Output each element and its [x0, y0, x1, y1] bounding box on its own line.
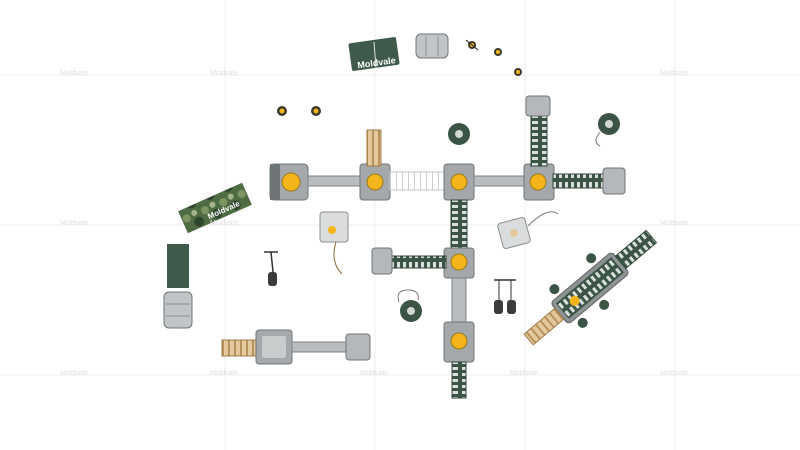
main-walkway — [269, 95, 626, 201]
watermark: Moldvale — [510, 370, 538, 377]
end-cap-top — [525, 95, 551, 117]
tire-swing-icon — [397, 289, 422, 322]
watermark: Moldvale — [60, 370, 88, 377]
watermark: Moldvale — [210, 70, 238, 77]
bottom-left-cluster — [221, 329, 371, 365]
end-cap-right — [602, 167, 626, 195]
ladder-bridge-icon — [552, 173, 606, 189]
swing-seat-icon — [494, 279, 516, 314]
barrel-tube-icon — [163, 291, 193, 329]
end-cap-left-arm — [371, 247, 393, 275]
bridge-grey-1 — [307, 175, 363, 187]
watermark: Moldvale — [660, 70, 688, 77]
watermark: Moldvale — [210, 220, 238, 227]
diagonal-structure — [523, 229, 658, 346]
tower-bottom — [443, 321, 475, 363]
watermark: Moldvale — [60, 70, 88, 77]
ladder-bridge-white — [389, 171, 446, 191]
sign-panel-icon — [167, 244, 189, 288]
watermark: Moldvale — [660, 220, 688, 227]
wooden-crawl-tunnel-icon — [366, 129, 382, 167]
spinner-disc-icon — [277, 106, 321, 116]
tower-right — [523, 163, 555, 201]
tire-swing-icon — [595, 113, 620, 147]
wooden-crawl-tunnel-icon — [221, 339, 259, 357]
tower-junction — [443, 247, 475, 279]
barrel-tube-icon — [415, 33, 449, 59]
tower-2 — [359, 163, 391, 201]
watermark: Moldvale — [60, 220, 88, 227]
control-box — [497, 211, 559, 250]
spinner-disc-icon — [448, 123, 470, 145]
watermark: Moldvale — [360, 370, 388, 377]
ladder-bridge-icon — [530, 111, 548, 167]
swing-seat-icon — [264, 251, 278, 286]
watermarks: Moldvale Moldvale Moldvale Moldvale Mold… — [60, 70, 688, 377]
tower-left — [269, 163, 309, 201]
watermark: Moldvale — [660, 370, 688, 377]
sign-panel-icon: Moldvale — [348, 37, 400, 71]
bridge-grey-2 — [473, 175, 529, 187]
tower-center — [443, 163, 475, 201]
control-box — [319, 211, 349, 275]
watermark: Moldvale — [210, 370, 238, 377]
spinner-disc-icon — [465, 39, 522, 76]
vertical-walkway — [371, 199, 475, 399]
